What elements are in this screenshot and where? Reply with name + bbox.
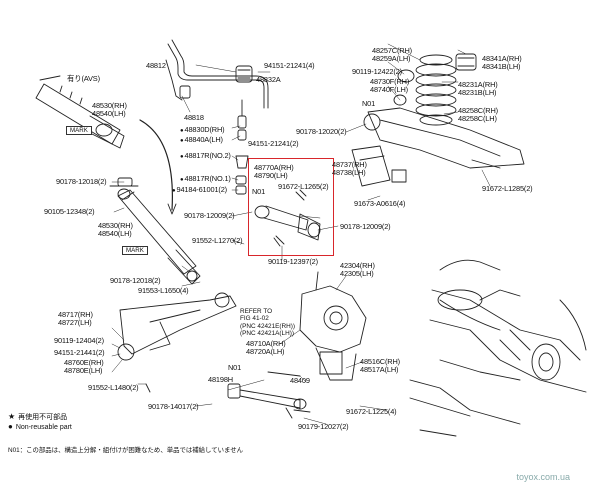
label-avs-note: 有り(AVS) — [67, 74, 100, 83]
guide-arrow-line — [139, 119, 173, 211]
label-48812[interactable]: 48812 — [146, 61, 166, 70]
guide-arrowhead — [167, 203, 177, 215]
label-48770a[interactable]: 48770A(RH) 48790(LH) — [254, 163, 294, 181]
label-90178-12020[interactable]: 90178-12020(2) — [296, 127, 347, 136]
label-n01-spring: N01 — [362, 99, 376, 108]
label-42304[interactable]: 42304(RH) 42305(LH) — [340, 261, 375, 279]
shock-absorber-avs-drawing — [35, 75, 125, 149]
coil-spring-drawing — [393, 53, 477, 126]
label-90178-12018-top[interactable]: 90178-12018(2) — [56, 177, 107, 186]
label-90178-12009-left[interactable]: 90178-12009(2) — [184, 211, 235, 220]
label-90179-12027[interactable]: 90179-12027(2) — [298, 422, 349, 431]
label-94184-61001[interactable]: 94184-61001(2) — [172, 185, 227, 195]
label-94151-21241-2[interactable]: 94151-21241(2) — [248, 139, 299, 148]
label-48830d[interactable]: 48830D(RH) — [180, 125, 224, 135]
label-48341a[interactable]: 48341A(RH) 48341B(LH) — [482, 54, 522, 72]
lower-link-drawing — [227, 371, 311, 419]
label-91673-a0616[interactable]: 91673-A0616(4) — [354, 199, 406, 208]
lower-control-arm-drawing — [351, 107, 525, 187]
bushing-stack-drawing — [235, 99, 249, 195]
label-48817r-no1[interactable]: 48817R(NO.1) — [180, 174, 230, 184]
label-48832a[interactable]: 48832A — [256, 75, 281, 84]
label-91552-l1270[interactable]: 91552-L1270(2) — [192, 236, 243, 245]
label-48409[interactable]: 48409 — [290, 376, 310, 385]
label-91553-l1650[interactable]: 91553-L1650(4) — [138, 286, 189, 295]
legend-non-reusable-en: ●Non-reusable part — [8, 422, 72, 431]
label-n01-link: N01 — [228, 363, 242, 372]
label-48817r-no2[interactable]: 48817R(NO.2) — [180, 151, 230, 161]
mark-tag-upper: MARK — [66, 126, 92, 135]
highlighted-lateral-link-drawing — [254, 189, 321, 247]
label-90105-12348[interactable]: 90105-12348(2) — [44, 207, 95, 216]
label-94151-21241-4[interactable]: 94151-21241(4) — [264, 61, 315, 70]
label-48818[interactable]: 48818 — [184, 113, 204, 122]
shock-absorber-drawing — [109, 177, 201, 285]
label-48530-top[interactable]: 48530(RH) 48540(LH) — [92, 101, 127, 119]
label-90178-12018-lower[interactable]: 90178-12018(2) — [110, 276, 161, 285]
label-90119-12397[interactable]: 90119-12397(2) — [268, 257, 318, 266]
label-48717[interactable]: 48717(RH) 48727(LH) — [58, 310, 93, 328]
leader-lines — [111, 43, 491, 425]
refer-to-fig-note: REFER TO FIG 41-02 (PNC 42421E(RH)) (PNC… — [240, 308, 296, 338]
mark-tag-lower: MARK — [122, 246, 148, 255]
n01-footnote: N01：この部品は、構造上分解・組付けが困難なため、単品では補給していません — [8, 447, 244, 454]
label-48730f[interactable]: 48730F(RH) 48740F(LH) — [370, 77, 410, 95]
label-94151-21441[interactable]: 94151-21441(2) — [54, 348, 105, 357]
lower-suspension-arm-drawing — [117, 292, 237, 393]
star-icon: ★ — [8, 412, 16, 421]
rear-knuckle-drawing — [299, 271, 367, 381]
label-90178-14017[interactable]: 90178-14017(2) — [148, 402, 199, 411]
legend-non-reusable-jp: ★再使用不可部品 — [8, 412, 68, 421]
label-91672-l1265[interactable]: 91672-L1265(2) — [278, 182, 329, 191]
dot-icon: ● — [8, 422, 13, 431]
label-n01-highlight: N01 — [252, 187, 266, 196]
label-48516c[interactable]: 48516C(RH) 48517A(LH) — [360, 357, 400, 375]
highlighted-part-frame — [248, 158, 334, 256]
stabilizer-bar-drawing — [165, 39, 269, 110]
label-48231a[interactable]: 48231A(RH) 48231B(LH) — [458, 80, 498, 98]
label-90119-12422[interactable]: 90119-12422(2) — [352, 67, 402, 76]
label-48257c[interactable]: 48257C(RH) 48259A(LH) — [372, 46, 412, 64]
label-48198h[interactable]: 48198H — [208, 375, 233, 384]
label-48530-lower[interactable]: 48530(RH) 48540(LH) — [98, 221, 133, 239]
assembled-suspension-view-drawing — [409, 259, 587, 437]
label-48258c[interactable]: 48258C(RH) 48258C(LH) — [458, 106, 498, 124]
label-48840a[interactable]: 48840A(LH) — [180, 135, 223, 145]
label-90178-12009-right[interactable]: 90178-12009(2) — [340, 222, 391, 231]
label-48760e[interactable]: 48760E(RH) 48780E(LH) — [64, 358, 104, 376]
label-91672-l1285[interactable]: 91672-L1285(2) — [482, 184, 533, 193]
label-91552-l1480[interactable]: 91552-L1480(2) — [88, 383, 139, 392]
label-48710a[interactable]: 48710A(RH) 48720A(LH) — [246, 339, 286, 357]
label-48737[interactable]: 48737(RH) 48738(LH) — [332, 160, 367, 178]
label-91672-l1225[interactable]: 91672-L1225(4) — [346, 407, 397, 416]
watermark-text: toyox.com.ua — [516, 472, 570, 482]
label-90119-12404[interactable]: 90119-12404(2) — [54, 336, 104, 345]
